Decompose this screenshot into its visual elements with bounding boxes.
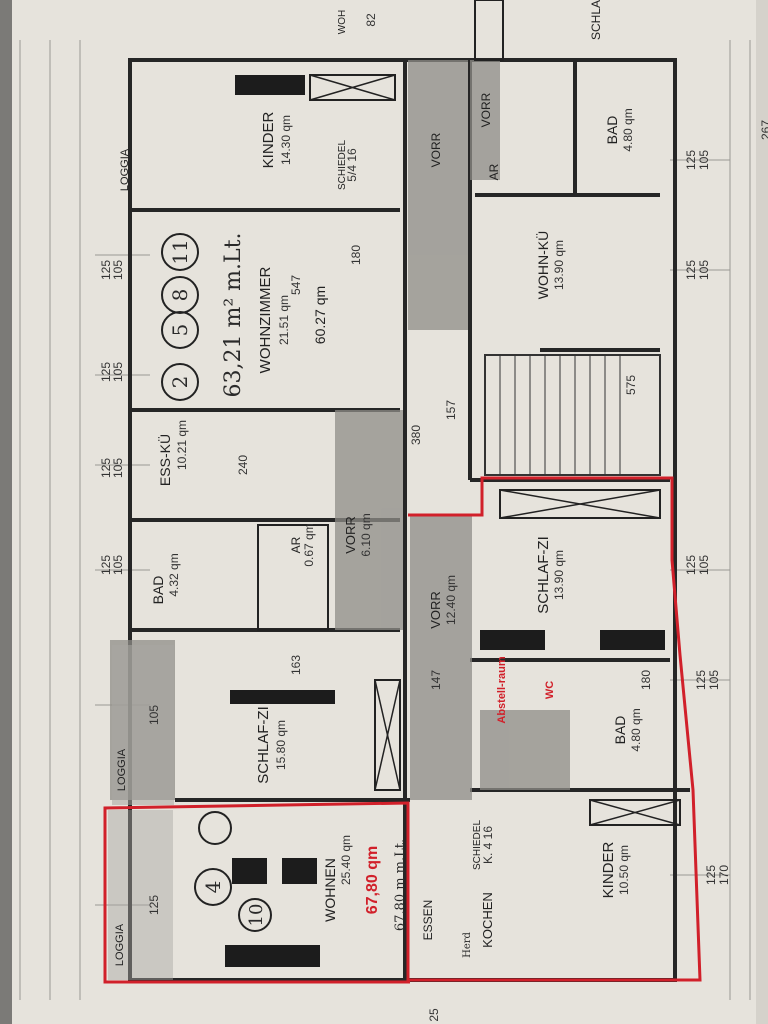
dim-right-8: 125 [704, 865, 718, 885]
schiedel-top: SCHIEDEL [337, 140, 348, 190]
fixtures [225, 75, 665, 967]
windows [257, 0, 681, 826]
room-bad-top-right-area: 4.80 qm [621, 108, 635, 151]
room-schla-top: SCHLA [589, 0, 603, 40]
dim-left-3: 105 [111, 362, 125, 382]
dim-misc-0: 180 [349, 245, 363, 265]
circle-num-3: 8 [168, 289, 192, 302]
room-kinder-top-area: 14.30 qm [279, 115, 293, 165]
room-wohn-kue: WOHN-KÜ [534, 231, 551, 299]
room-vorr-top-right: VORR [479, 92, 493, 127]
circle-num-6: 10 [246, 904, 267, 927]
room-bad-top-right: BAD [604, 116, 620, 145]
room-essen: ESSEN [421, 900, 435, 941]
room-kinder-top: KINDER [260, 112, 277, 169]
room-schlaf-left: SCHLAF-ZI [255, 706, 272, 784]
room-vorr-left-area: 6.10 qm [359, 513, 373, 556]
room-wohnen: WOHNEN [322, 858, 338, 922]
dim-misc-3: 157 [444, 400, 458, 420]
schiedel-top-sub: 5/4 16 [345, 148, 359, 182]
dim-misc-9: 147 [429, 670, 443, 690]
room-wohnen-total: 67,80 qm [364, 846, 381, 914]
dim-left-1: 105 [111, 260, 125, 280]
dim-misc-6: 240 [236, 455, 250, 475]
room-schlaf-left-area: 15.80 qm [274, 720, 288, 770]
wc-note: WC [544, 681, 556, 699]
room-vorr-right: VORR [428, 591, 443, 629]
room-vorr-top-center: VORR [429, 132, 443, 167]
room-ess-kue-area: 10.21 qm [175, 420, 189, 470]
dimension-lines-right [670, 40, 751, 1000]
dim-right-4: 125 [684, 555, 698, 575]
dim-right-0: 125 [684, 150, 698, 170]
room-wohnen-area: 25.40 qm [339, 835, 353, 885]
schiedel-bottom: SCHIEDEL [472, 820, 483, 870]
room-ar-top-right: AR [487, 163, 501, 180]
dim-misc-17: 82 [364, 13, 378, 27]
dim-right-7: 105 [707, 670, 721, 690]
hand-total-bottom: 67,80 m m.Lt. [393, 839, 408, 931]
dim-misc-13: 575 [624, 375, 638, 395]
dim-misc-5: 380 [409, 425, 423, 445]
room-bad-left: BAD [150, 576, 166, 605]
dim-left-2: 125 [99, 362, 113, 382]
loggia-areas [108, 645, 174, 980]
circle-num-5: 4 [201, 881, 225, 894]
room-ar-left-area: 0.67 qm [302, 523, 316, 566]
loggia-top: LOGGIA [119, 148, 131, 191]
room-wohnzimmer-area: 21.51 qm [277, 295, 291, 345]
room-kochen: KOCHEN [480, 892, 495, 948]
staircase [484, 354, 661, 476]
room-ess-kue: ESS-KÜ [156, 434, 173, 486]
window-crosses [309, 74, 681, 826]
dim-right-3: 105 [697, 260, 711, 280]
dim-right-1: 105 [697, 150, 711, 170]
dim-misc-8: 163 [289, 655, 303, 675]
dim-misc-1: 547 [289, 275, 303, 295]
room-woh-top: WOH [337, 10, 348, 34]
room-vorr-right-area: 12.40 qm [444, 575, 458, 625]
abstellraum-note: Abstell-raum [496, 656, 508, 723]
room-bad-right-area: 4.80 qm [629, 708, 643, 751]
dim-left-5: 105 [111, 458, 125, 478]
herd-note: Herd [462, 931, 473, 957]
room-ar-left: AR [289, 536, 303, 553]
schiedel-bottom-sub: K. 4 16 [481, 826, 495, 864]
hand-total-left: 63,21 m² m.Lt. [221, 233, 246, 398]
room-wohn-kue-area: 13.90 qm [552, 240, 566, 290]
dim-left-8: 105 [147, 705, 161, 725]
dim-left-4: 125 [99, 458, 113, 478]
dim-left-0: 125 [99, 260, 113, 280]
dim-left-7: 105 [111, 555, 125, 575]
loggia-bottom: LOGGIA [114, 923, 126, 966]
room-vorr-left: VORR [343, 516, 358, 554]
apartment-red-outline [103, 476, 702, 984]
room-wohnzimmer-total: 60.27 qm [312, 286, 328, 344]
circle-num-4: 11 [168, 239, 192, 264]
room-schlaf-right-area: 13.90 qm [552, 550, 566, 600]
dim-misc-16: 267 [759, 120, 768, 140]
dim-misc-12: 180 [639, 670, 653, 690]
room-wohnzimmer: WOHNZIMMER [257, 267, 274, 374]
dim-left-6: 125 [99, 555, 113, 575]
loggia-mid: LOGGIA [116, 748, 128, 791]
room-schlaf-right: SCHLAF-ZI [535, 536, 552, 614]
circle-num-1: 2 [168, 376, 192, 389]
dim-misc-19: 25 [427, 1008, 441, 1022]
dim-right-2: 125 [684, 260, 698, 280]
dim-left-9: 125 [147, 895, 161, 915]
dim-right-9: 170 [717, 865, 731, 885]
room-kinder-bottom: KINDER [600, 842, 617, 899]
room-kinder-bottom-area: 10.50 qm [617, 845, 631, 895]
room-bad-right: BAD [612, 716, 628, 745]
number-circles [161, 233, 272, 932]
room-bad-left-area: 4.32 qm [167, 553, 181, 596]
dim-right-5: 105 [697, 555, 711, 575]
dim-right-6: 125 [694, 670, 708, 690]
circle-num-2: 5 [168, 324, 192, 337]
